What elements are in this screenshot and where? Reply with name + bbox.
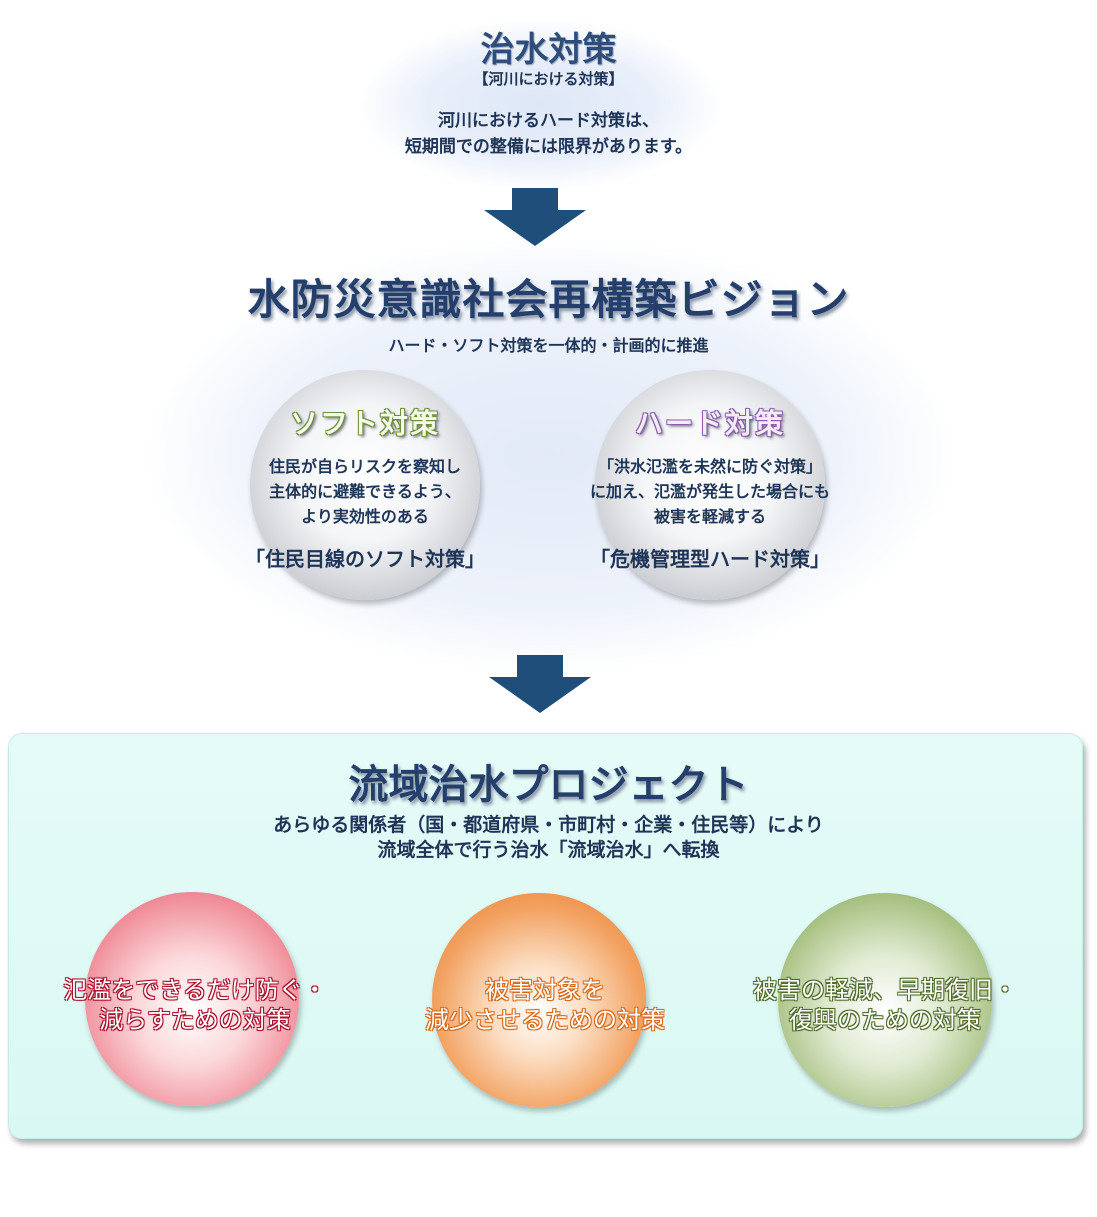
vision-subtitle: ハード・ソフト対策を一体的・計画的に推進	[388, 336, 709, 355]
down-arrow-icon	[489, 655, 591, 713]
top-glow-background	[360, 20, 720, 190]
description-line: 住民が自らリスクを察知し	[268, 457, 461, 476]
description-line: あらゆる関係者（国・都道府県・市町村・企業・住民等）により	[273, 814, 824, 836]
label-line: 復興のための対策	[789, 1006, 981, 1034]
flood-control-description: 河川におけるハード対策は、 短期間での整備には限界があります。	[0, 108, 1097, 160]
description-line: に加え、氾濫が発生した場合にも	[589, 482, 830, 501]
description-line: 流域全体で行う治水「流域治水」へ転換	[377, 839, 720, 861]
description-line: 「洪水氾濫を未然に防ぐ対策」	[597, 457, 822, 476]
hard-measures-card: ハード対策 「洪水氾濫を未然に防ぐ対策」 に加え、氾濫が発生した場合にも 被害を…	[550, 402, 870, 572]
measure-sphere-green	[778, 893, 992, 1107]
measure-label-reduce-exposure: 被害対象を 減少させるための対策	[355, 975, 735, 1035]
soft-measures-sphere	[250, 370, 480, 600]
down-arrow-icon	[484, 188, 586, 246]
flood-control-title: 治水対策	[480, 30, 617, 70]
description-line: 被害を軽減する	[653, 507, 766, 526]
measure-sphere-orange	[432, 893, 646, 1107]
hard-measures-sphere	[595, 370, 825, 600]
label-line: 氾濫をできるだけ防ぐ・	[63, 976, 327, 1004]
measure-sphere-red	[85, 892, 299, 1106]
hard-measures-emphasis: 「危機管理型ハード対策」	[590, 547, 830, 571]
flood-control-subtitle: 【河川における対策】	[473, 70, 624, 88]
hard-measures-title: ハード対策	[634, 407, 785, 440]
soft-measures-title: ソフト対策	[289, 407, 440, 440]
description-line: 河川におけるハード対策は、	[438, 111, 659, 131]
description-line: 短期間での整備には限界があります。	[404, 137, 693, 157]
label-line: 被害の軽減、早期復旧・	[753, 976, 1017, 1004]
label-line: 減らすための対策	[99, 1006, 291, 1034]
label-line: 減少させるための対策	[425, 1006, 665, 1034]
description-line: 主体的に避難できるよう、	[269, 482, 461, 501]
soft-measures-emphasis: 「住民目線のソフト対策」	[245, 547, 485, 571]
basin-project-description: あらゆる関係者（国・都道府県・市町村・企業・住民等）により 流域全体で行う治水「…	[0, 813, 1097, 863]
label-line: 被害対象を	[485, 976, 605, 1004]
measure-label-prevent-flooding: 氾濫をできるだけ防ぐ・ 減らすための対策	[5, 975, 385, 1035]
measure-label-recovery: 被害の軽減、早期復旧・ 復興のための対策	[695, 975, 1075, 1035]
hard-measures-description: 「洪水氾濫を未然に防ぐ対策」 に加え、氾濫が発生した場合にも 被害を軽減する	[550, 454, 870, 529]
vision-title: 水防災意識社会再構築ビジョン	[247, 275, 850, 324]
soft-measures-card: ソフト対策 住民が自らリスクを察知し 主体的に避難できるよう、 より実効性のある…	[205, 402, 525, 572]
basin-project-title: 流域治水プロジェクト	[348, 762, 749, 808]
soft-measures-description: 住民が自らリスクを察知し 主体的に避難できるよう、 より実効性のある	[205, 454, 525, 529]
description-line: より実効性のある	[301, 507, 429, 526]
